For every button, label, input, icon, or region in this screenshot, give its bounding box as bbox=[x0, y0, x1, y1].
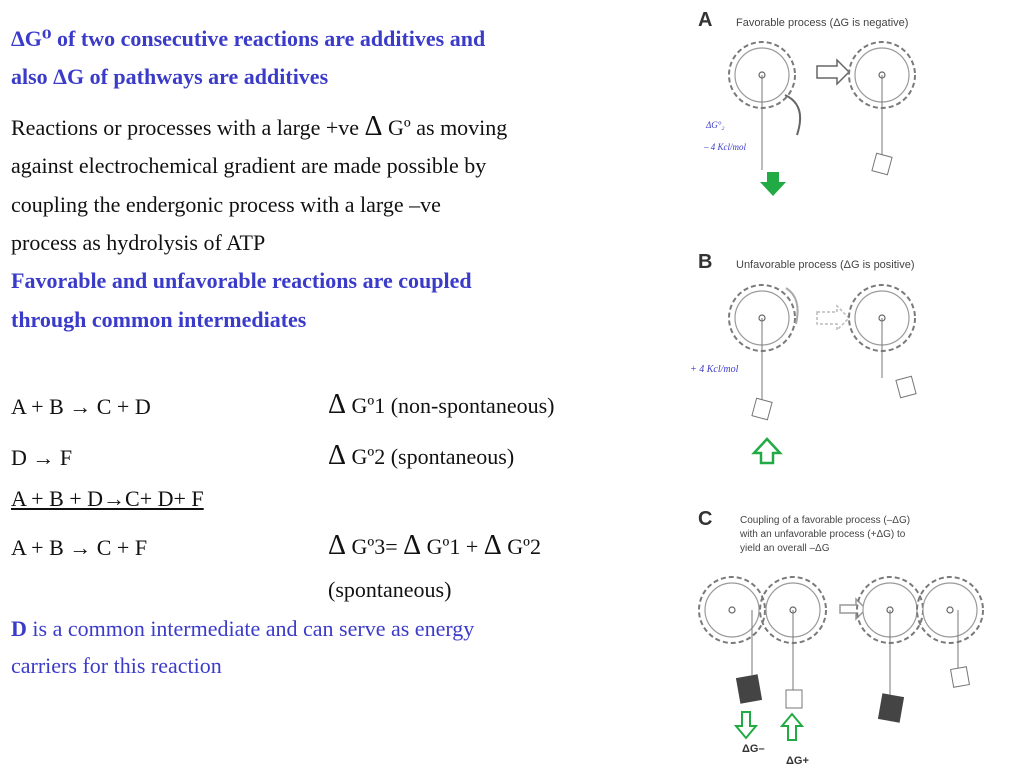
panel-a-note-2: – 4 Kcl/mol bbox=[703, 142, 746, 152]
gear-icon bbox=[698, 576, 766, 644]
panel-a-letter: A bbox=[698, 9, 712, 31]
panel-c-letter: C bbox=[698, 508, 712, 530]
panel-b-letter: B bbox=[698, 251, 712, 273]
common-intermediate-letter: D bbox=[11, 616, 27, 641]
weight-icon bbox=[735, 674, 763, 704]
delta-symbol: Δ bbox=[328, 389, 347, 420]
weight-icon bbox=[751, 397, 773, 421]
label-delta-g-positive: ΔG+ bbox=[786, 755, 809, 767]
transition-arrow-icon bbox=[839, 597, 868, 621]
delta-symbol: Δ bbox=[364, 111, 383, 142]
heading-line-1: ΔG⁰ of two consecutive reactions are add… bbox=[11, 26, 486, 51]
panel-a-title: Favorable process (ΔG is negative) bbox=[736, 17, 908, 29]
delta-symbol: Δ bbox=[328, 530, 347, 561]
equation-1-left: A + B → C + D bbox=[11, 394, 151, 419]
weight-icon bbox=[949, 666, 971, 688]
rotation-arrow-icon bbox=[784, 94, 801, 136]
gear-coupling-figure: A Favorable process (ΔG is negative) ΔG°… bbox=[690, 9, 984, 767]
equation-2-left: D → F bbox=[11, 445, 73, 470]
panel-b-note: + 4 Kcl/mol bbox=[690, 364, 739, 375]
delta-symbol: Δ bbox=[328, 440, 347, 471]
weight-icon bbox=[895, 375, 917, 399]
body-line-1: Reactions or processes with a large +ve … bbox=[11, 111, 507, 143]
panel-a: A Favorable process (ΔG is negative) ΔG°… bbox=[698, 9, 916, 196]
body-line-2: against electrochemical gradient are mad… bbox=[11, 153, 487, 178]
weight-icon bbox=[785, 689, 803, 709]
equation-4-part-3: Gº2 bbox=[507, 534, 542, 559]
body-line-1-a: Reactions or processes with a large +ve bbox=[11, 115, 360, 140]
body-line-1-b: Gº as moving bbox=[388, 115, 508, 140]
up-arrow-icon bbox=[779, 712, 805, 741]
equation-4-left: A + B → C + F bbox=[11, 535, 148, 560]
weight-icon bbox=[871, 152, 893, 176]
heading-line-2: also ΔG of pathways are additives bbox=[11, 64, 329, 89]
body-line-4: process as hydrolysis of ATP bbox=[11, 230, 266, 255]
transition-arrow-icon bbox=[816, 58, 851, 86]
equation-2-right: Δ Gº2 (spontaneous) bbox=[328, 440, 514, 472]
panel-c-title-1: Coupling of a favorable process (–ΔG) bbox=[740, 515, 910, 526]
rotation-arrow-icon bbox=[785, 287, 799, 325]
body-line-3: coupling the endergonic process with a l… bbox=[11, 192, 441, 217]
equation-1-value: Gº1 (non-spontaneous) bbox=[351, 393, 555, 418]
panel-a-note-1: ΔG°₂ bbox=[705, 120, 725, 130]
equation-4-part-2: Gº1 + bbox=[426, 534, 479, 559]
conclusion-text: is a common intermediate and can serve a… bbox=[32, 616, 475, 641]
label-delta-g-negative: ΔG– bbox=[742, 743, 765, 755]
panel-c-title-3: yield an overall –ΔG bbox=[740, 543, 830, 554]
transition-arrow-icon bbox=[816, 304, 851, 332]
conclusion-line-1: D is a common intermediate and can serve… bbox=[11, 616, 474, 642]
delta-symbol: Δ bbox=[403, 530, 422, 561]
equation-1-right: Δ Gº1 (non-spontaneous) bbox=[328, 389, 554, 421]
weight-icon bbox=[877, 693, 905, 723]
subheading-line-2: through common intermediates bbox=[11, 307, 307, 332]
equation-4-right: Δ Gº3= Δ Gº1 + Δ Gº2 bbox=[328, 530, 541, 562]
equation-4-note: (spontaneous) bbox=[328, 577, 452, 602]
equation-3: A + B + D→C+ D+ F bbox=[11, 486, 204, 511]
delta-symbol: Δ bbox=[483, 530, 502, 561]
panel-c: C Coupling of a favorable process (–ΔG) … bbox=[698, 508, 984, 767]
subheading-line-1: Favorable and unfavorable reactions are … bbox=[11, 268, 472, 293]
down-arrow-icon bbox=[733, 711, 759, 740]
equation-4-part-1: Gº3= bbox=[351, 534, 398, 559]
conclusion-line-2: carriers for this reaction bbox=[11, 653, 222, 678]
panel-b: B Unfavorable process (ΔG is positive) +… bbox=[690, 251, 917, 465]
down-arrow-icon bbox=[760, 172, 786, 196]
gear-icon bbox=[916, 576, 984, 644]
panel-b-title: Unfavorable process (ΔG is positive) bbox=[736, 259, 915, 271]
panel-c-title-2: with an unfavorable process (+ΔG) to bbox=[739, 529, 906, 540]
equation-2-value: Gº2 (spontaneous) bbox=[351, 444, 515, 469]
up-arrow-icon bbox=[751, 437, 783, 465]
